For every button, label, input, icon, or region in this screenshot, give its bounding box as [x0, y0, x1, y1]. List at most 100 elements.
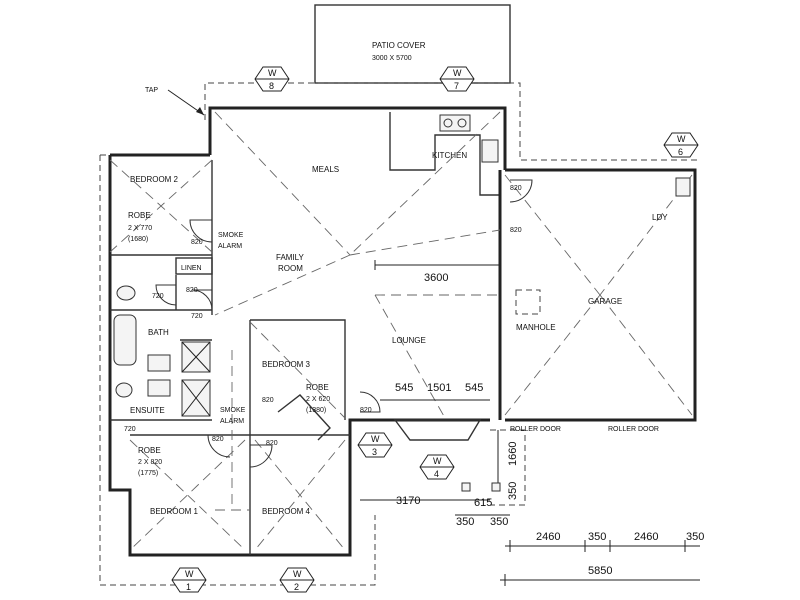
door-820-bedroom2: 820	[191, 239, 203, 246]
w3-number: 3	[372, 447, 377, 457]
w6-number: 6	[678, 147, 683, 157]
dim-1660: 1660	[507, 442, 519, 466]
window-marker-w7: W 7	[439, 66, 475, 92]
interior-walls	[110, 160, 502, 555]
door-820-lounge: 820	[360, 407, 372, 414]
w7-letter: W	[453, 68, 462, 78]
patio-cover-size: 3000 X 5700	[372, 55, 412, 62]
bath-basin	[147, 354, 171, 372]
manhole-hatch	[515, 289, 541, 315]
dim-2460a: 2460	[536, 531, 560, 543]
family-label-top: FAMILY	[276, 253, 305, 262]
roller-door-2-label: ROLLER DOOR	[608, 426, 659, 433]
w8-number: 8	[269, 81, 274, 91]
door-720-ensuite: 720	[124, 426, 136, 433]
w7-number: 7	[454, 81, 459, 91]
bedroom3-label: BEDROOM 3	[262, 360, 311, 369]
w6-letter: W	[677, 134, 686, 144]
robe2-total: (1680)	[128, 236, 148, 243]
door-820-bedroom4: 820	[266, 440, 278, 447]
dim-615: 615	[474, 497, 492, 509]
wc-toilet	[116, 285, 136, 301]
room-labels: MEALS BEDROOM 2 ROBE 2 X 770 (1680) SMOK…	[128, 165, 668, 516]
dim-5850: 5850	[588, 565, 612, 577]
robe2-size: 2 X 770	[128, 225, 152, 232]
window-marker-w2: W 2	[279, 567, 315, 593]
laundry-label: LDY	[652, 213, 668, 222]
manhole-label: MANHOLE	[516, 323, 556, 332]
ensuite-toilet	[115, 382, 133, 398]
robe3-label: ROBE	[306, 383, 329, 392]
window-marker-w1: W 1	[171, 567, 207, 593]
w3-letter: W	[371, 434, 380, 444]
w4-letter: W	[433, 456, 442, 466]
dim-3600: 3600	[424, 272, 448, 284]
external-walls	[108, 106, 697, 557]
door-820-garage: 820	[510, 185, 522, 192]
w2-number: 2	[294, 582, 299, 592]
dimension-lines: 3600 545 1501 545 1660 350 3170 615 350 …	[360, 260, 704, 586]
smoke-alarm-2-bottom: ALARM	[220, 418, 244, 425]
robe1-size: 2 X 820	[138, 459, 162, 466]
garage-label: GARAGE	[588, 297, 622, 306]
dim-350b: 350	[490, 516, 508, 528]
dim-350d: 350	[686, 531, 704, 543]
dim-3170: 3170	[396, 495, 420, 507]
w1-number: 1	[186, 582, 191, 592]
window-marker-w8: W 8	[254, 66, 290, 92]
smoke-alarm-2-top: SMOKE	[220, 407, 246, 414]
bedroom4-label: BEDROOM 4	[262, 507, 311, 516]
lounge-label: LOUNGE	[392, 336, 426, 345]
window-marker-w6: W 6	[663, 132, 699, 158]
bath-label: BATH	[148, 328, 169, 337]
cooktop	[481, 139, 499, 163]
kitchen-label: KITCHEN	[432, 151, 467, 160]
door-820-laundry: 820	[510, 227, 522, 234]
dim-1501: 1501	[427, 382, 451, 394]
patio-cover-label: PATIO COVER	[372, 41, 426, 50]
window-marker-w4: W 4	[419, 454, 455, 480]
smoke-alarm-1-bottom: ALARM	[218, 243, 242, 250]
dim-2460b: 2460	[634, 531, 658, 543]
door-swings	[155, 179, 533, 468]
robe2-label: ROBE	[128, 211, 151, 220]
linen-label: LINEN	[181, 265, 202, 272]
smoke-alarm-1-top: SMOKE	[218, 232, 244, 239]
robe1-label: ROBE	[138, 446, 161, 455]
door-820-bedroom1: 820	[212, 436, 224, 443]
bathtub	[113, 314, 137, 366]
robe3-size: 2 X 620	[306, 396, 330, 403]
dim-545a: 545	[395, 382, 413, 394]
family-label-bottom: ROOM	[278, 264, 303, 273]
patio-cover: PATIO COVER 3000 X 5700	[314, 4, 511, 84]
door-720-bath: 720	[191, 313, 203, 320]
laundry-tub	[675, 177, 691, 197]
dim-350a: 350	[456, 516, 474, 528]
meals-label: MEALS	[312, 165, 339, 174]
dim-350c: 350	[588, 531, 606, 543]
robe1-total: (1775)	[138, 470, 158, 477]
dim-350-vertical: 350	[507, 482, 519, 500]
robe3-total: (1380)	[306, 407, 326, 414]
ensuite-basin	[147, 379, 171, 397]
w2-letter: W	[293, 569, 302, 579]
dim-545b: 545	[465, 382, 483, 394]
ensuite-label: ENSUITE	[130, 406, 165, 415]
bedroom1-label: BEDROOM 1	[150, 507, 199, 516]
window-marker-w3: W 3	[357, 432, 393, 458]
door-820-bedroom3: 820	[262, 397, 274, 404]
tap-annotation: TAP	[145, 87, 205, 116]
door-720-wc: 720	[152, 293, 164, 300]
w4-number: 4	[434, 469, 439, 479]
tap-label: TAP	[145, 87, 158, 94]
wet-area-fixtures	[113, 177, 691, 398]
ceiling-diagonals	[109, 111, 693, 551]
w8-letter: W	[268, 68, 277, 78]
roller-door-1-label: ROLLER DOOR	[510, 426, 561, 433]
kitchen-bench: KITCHEN	[389, 112, 500, 196]
door-820-wc: 820	[186, 287, 198, 294]
door-width-labels: 820 820 720 720 720 820 820 820 820 820 …	[124, 185, 522, 447]
bedroom2-label: BEDROOM 2	[130, 175, 179, 184]
w1-letter: W	[185, 569, 194, 579]
